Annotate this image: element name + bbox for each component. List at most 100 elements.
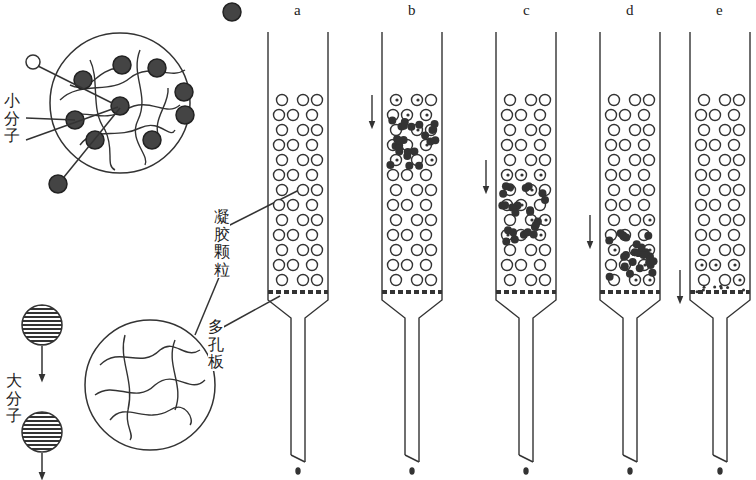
gel-bead xyxy=(298,185,309,196)
gel-bead xyxy=(391,245,402,256)
gel-bead xyxy=(516,140,527,151)
gel-bead xyxy=(312,155,323,166)
gel-bead xyxy=(699,245,710,256)
gel-bead xyxy=(526,275,537,286)
gel-bead xyxy=(421,230,432,241)
gel-bead xyxy=(720,155,731,166)
gel-bead xyxy=(307,110,318,121)
bead-inner-dot xyxy=(634,278,637,281)
small-molecule-dot xyxy=(719,285,722,288)
gel-bead xyxy=(630,95,641,106)
gel-bead xyxy=(288,200,299,211)
small-molecule-dot xyxy=(395,144,403,152)
small-molecule-dot xyxy=(640,251,648,259)
flow-arrow xyxy=(41,346,43,378)
gel-bead xyxy=(391,185,402,196)
small-molecule-dot xyxy=(400,136,408,144)
vertical-label: 小分子 xyxy=(4,92,20,145)
gel-bead xyxy=(421,110,432,121)
porous-plate xyxy=(690,290,750,294)
gel-bead xyxy=(609,185,620,196)
gel-bead xyxy=(606,260,617,271)
gel-bead xyxy=(720,275,731,286)
column-wall xyxy=(637,32,660,462)
small-molecule-dot xyxy=(415,162,423,170)
small-molecule-dot xyxy=(407,123,415,131)
gel-bead xyxy=(699,275,710,286)
gel-bead xyxy=(620,140,631,151)
gel-bead xyxy=(535,170,546,181)
gel-bead xyxy=(391,95,402,106)
flow-arrow xyxy=(589,215,590,245)
gel-bead xyxy=(606,170,617,181)
gel-bead xyxy=(729,200,740,211)
gel-bead xyxy=(277,185,288,196)
gel-bead xyxy=(699,155,710,166)
porous-plate xyxy=(268,290,328,294)
gel-bead xyxy=(274,260,285,271)
drop xyxy=(410,468,414,474)
leader-line xyxy=(26,107,118,140)
gel-bead xyxy=(402,260,413,271)
gel-bead xyxy=(699,215,710,226)
bead-inner-dot xyxy=(430,158,433,161)
gel-bead xyxy=(699,125,710,136)
gel-bead xyxy=(412,215,423,226)
column xyxy=(268,32,328,474)
gel-bead xyxy=(729,260,740,271)
gel-bead xyxy=(720,215,731,226)
gel-strands xyxy=(95,335,205,440)
gel-bead xyxy=(639,170,650,181)
column-wall xyxy=(600,32,623,455)
gel-bead xyxy=(402,170,413,181)
gel-bead xyxy=(298,275,309,286)
gel-bead xyxy=(710,110,721,121)
gel-bead xyxy=(505,95,516,106)
gel-bead xyxy=(535,260,546,271)
vertical-label: 大分子 xyxy=(6,372,22,425)
bead-inner-dot xyxy=(530,218,533,221)
gel-bead xyxy=(307,260,318,271)
small-molecule-dot xyxy=(501,201,509,209)
small-molecule-dot xyxy=(524,228,532,236)
column-letter: e xyxy=(714,2,725,19)
column-letter: a xyxy=(292,2,303,19)
gel-bead xyxy=(535,110,546,121)
gel-bead xyxy=(288,170,299,181)
gel-bead xyxy=(606,200,617,211)
gel-bead xyxy=(307,200,318,211)
small-molecule-dot xyxy=(713,286,716,289)
flow-arrow xyxy=(41,453,43,476)
gel-bead xyxy=(502,110,513,121)
gel-bead xyxy=(729,140,740,151)
bead-inner-dot xyxy=(738,278,741,281)
small-molecule-dot xyxy=(650,257,658,265)
gel-bead xyxy=(540,125,551,136)
gel-bead xyxy=(298,215,309,226)
gel-bead xyxy=(307,170,318,181)
gel-bead xyxy=(412,245,423,256)
gel-bead xyxy=(620,110,631,121)
column-tip xyxy=(623,455,637,462)
small-molecule-dot xyxy=(522,184,530,192)
drop xyxy=(524,468,528,474)
gel-bead xyxy=(720,185,731,196)
gel-bead xyxy=(696,140,707,151)
gel-bead xyxy=(274,110,285,121)
small-molecule-dot xyxy=(622,251,630,259)
gel-bead xyxy=(277,275,288,286)
gel-bead xyxy=(729,230,740,241)
gel-bead xyxy=(720,245,731,256)
small-molecule-dot xyxy=(386,161,394,169)
gel-bead xyxy=(535,140,546,151)
gel-bead xyxy=(421,170,432,181)
drop xyxy=(296,468,300,474)
gel-bead xyxy=(630,185,641,196)
gel-bead xyxy=(421,200,432,211)
small-molecule-dot xyxy=(606,273,614,281)
bead-inner-dot xyxy=(539,173,542,176)
gel-bead xyxy=(412,275,423,286)
small-molecule-dot xyxy=(526,208,534,216)
gel-bead xyxy=(402,200,413,211)
gel-bead xyxy=(540,95,551,106)
